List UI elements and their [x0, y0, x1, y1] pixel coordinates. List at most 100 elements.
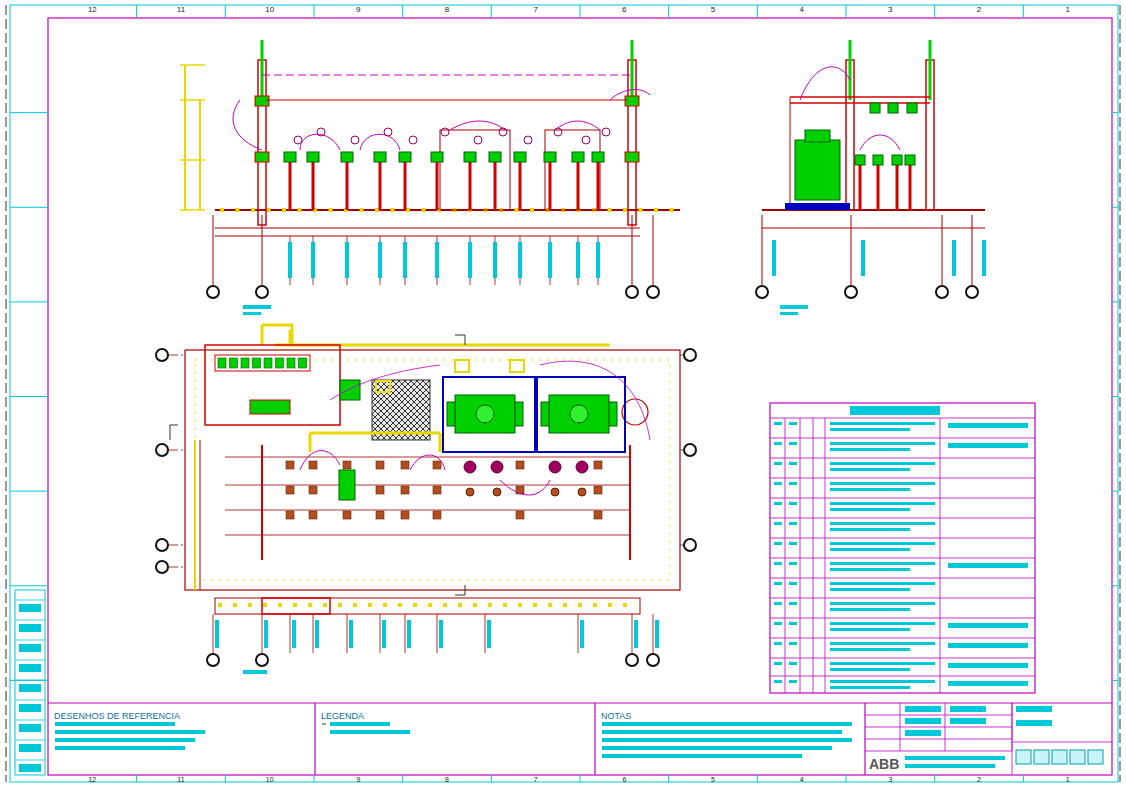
note-text-block [55, 730, 205, 734]
cell-text-block [774, 442, 782, 445]
busbar [225, 457, 630, 458]
cell-text-block [789, 502, 797, 505]
earth-dot [533, 603, 537, 607]
earth-dot [593, 603, 597, 607]
current-transformer [576, 461, 588, 473]
equipment-footprint [376, 511, 384, 519]
grid-bubble [684, 444, 696, 456]
dimension-line [184, 65, 186, 210]
grid-tick [10, 491, 48, 492]
title-block-column [945, 703, 946, 751]
strip-row [15, 600, 45, 601]
support [551, 488, 559, 496]
earth-dot [578, 603, 582, 607]
grid-reference: 5 [711, 6, 715, 14]
earth-dot [623, 208, 627, 212]
strip-text-block [19, 624, 41, 632]
transformer-tank [476, 405, 494, 423]
title-block-column [1012, 703, 1013, 775]
grid-axis [168, 545, 185, 546]
grid-bubble [966, 286, 978, 298]
earth-dot [360, 208, 364, 212]
grid-axis [290, 614, 291, 653]
table-row [770, 418, 1035, 419]
table-row [770, 658, 1035, 659]
equipment-footprint [376, 461, 384, 469]
equipment-support [877, 165, 880, 210]
title-text-block [905, 718, 941, 724]
insulator [592, 152, 604, 162]
title-block-divider [314, 703, 315, 775]
title-block-column [900, 703, 901, 751]
grid-tick [1112, 680, 1118, 681]
grid-reference: 9 [356, 776, 360, 783]
equipment-footprint [309, 461, 317, 469]
callout-leader [300, 451, 550, 495]
table-row [770, 598, 1035, 599]
grid-tick [491, 5, 492, 18]
grid-reference: 8 [445, 776, 449, 783]
grid-reference: 2 [977, 776, 981, 783]
earth-dot [218, 603, 222, 607]
vertical-text-block [487, 620, 491, 648]
title-text-block [905, 706, 941, 712]
power-transformer [795, 140, 840, 200]
vertical-text-block [345, 242, 349, 278]
strip-row [15, 760, 45, 761]
grid-tick [314, 5, 315, 18]
earth-dot [608, 208, 612, 212]
logo-cell [1016, 750, 1031, 764]
earth-dot [233, 603, 237, 607]
vertical-text-block [382, 620, 386, 648]
connection-line [330, 361, 650, 440]
grid-tick [10, 301, 48, 302]
sheet-field: LEGENDA [315, 703, 595, 775]
vertical-text-block [468, 242, 472, 278]
equipment-footprint [594, 461, 602, 469]
grid-tick [491, 775, 492, 782]
note-text-block [602, 754, 802, 758]
earth-dot [391, 208, 395, 212]
earth-dot [323, 603, 327, 607]
revision-table [770, 403, 1035, 693]
earth-dot [503, 603, 507, 607]
strip-row [15, 720, 45, 721]
revision-header [850, 406, 940, 415]
cell-text-block [830, 622, 935, 625]
view-scale-block [243, 312, 261, 315]
grid-bubble [684, 539, 696, 551]
cable-trench [310, 433, 440, 452]
grid-axis [347, 614, 348, 653]
cell-text-block [774, 642, 782, 645]
grid-reference: 8 [445, 6, 449, 14]
insulator [892, 155, 902, 165]
cell-text-block [830, 588, 910, 591]
grid-reference: 11 [177, 776, 184, 783]
panel [253, 358, 261, 368]
grid-tick [225, 775, 226, 782]
callout-leader [233, 100, 262, 150]
grid-bubble [684, 349, 696, 361]
insulator [431, 152, 443, 162]
table-row [770, 578, 1035, 579]
equipment-footprint [286, 511, 294, 519]
vertical-text-block [349, 620, 353, 648]
earth-dot [473, 603, 477, 607]
grid-axis [262, 215, 263, 285]
side-strip [15, 590, 45, 775]
title-text-block [905, 756, 1005, 760]
grid-reference: 10 [265, 6, 274, 14]
grid-bubble [647, 286, 659, 298]
cell-text-block [948, 681, 1028, 686]
grid-tick [934, 775, 935, 782]
cell-text-block [774, 562, 782, 565]
grid-axis [972, 215, 973, 285]
logo-cell [1070, 750, 1085, 764]
cell-text-block [830, 428, 910, 431]
earth-dot [375, 208, 379, 212]
strip-row [15, 620, 45, 621]
cell-text-block [774, 502, 782, 505]
insulator [307, 152, 319, 162]
auxiliary-transformer [340, 380, 360, 400]
vertical-text-block [861, 240, 865, 276]
